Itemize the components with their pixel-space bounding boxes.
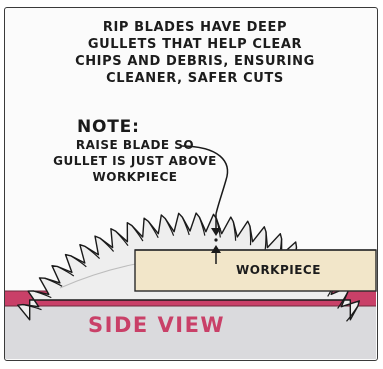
caption-line: RIP BLADES HAVE DEEP <box>102 20 288 35</box>
blade-gullet <box>181 216 190 236</box>
saw-table-base <box>5 306 376 359</box>
workpiece-label: WORKPIECE <box>236 263 321 277</box>
blade-gullet <box>346 305 359 322</box>
blade-gullet <box>33 290 52 299</box>
blade-gullet <box>147 220 159 239</box>
side-view-title: SIDE VIEW <box>88 313 226 337</box>
down-arrow-icon <box>211 214 221 236</box>
blade-gullet <box>337 291 349 309</box>
up-arrow-icon <box>211 245 221 264</box>
note-line: RAISE BLADE SO <box>75 138 195 152</box>
blade-gullet <box>232 221 237 241</box>
blade-gullet <box>84 245 101 260</box>
caption-line: CLEANER, SAFER CUTS <box>106 71 284 86</box>
blade-gullet <box>164 218 175 236</box>
note-line: GULLET IS JUST ABOVE <box>53 154 217 168</box>
blade-gullet <box>249 225 252 246</box>
gap-marker-dot <box>214 238 218 242</box>
blade-gullet <box>198 217 206 236</box>
blade-gullet <box>115 230 129 247</box>
blade-gullet <box>56 265 75 277</box>
note-title: NOTE: <box>77 117 140 137</box>
blade-gullet <box>131 225 144 242</box>
note-body: RAISE BLADE SO GULLET IS JUST ABOVE WORK… <box>50 137 220 185</box>
blade-caption: RIP BLADES HAVE DEEP GULLETS THAT HELP C… <box>40 19 350 87</box>
caption-line: GULLETS THAT HELP CLEAR <box>87 37 303 52</box>
blade-gullet <box>22 304 42 311</box>
blade-gullet <box>99 237 115 252</box>
blade-gullet <box>44 277 63 287</box>
note-line: WORKPIECE <box>92 170 178 184</box>
blade-gullet <box>70 255 87 268</box>
note-leader-line <box>179 145 229 215</box>
caption-line: CHIPS AND DEBRIS, ENSURING <box>75 54 315 69</box>
workpiece-board <box>134 249 377 292</box>
